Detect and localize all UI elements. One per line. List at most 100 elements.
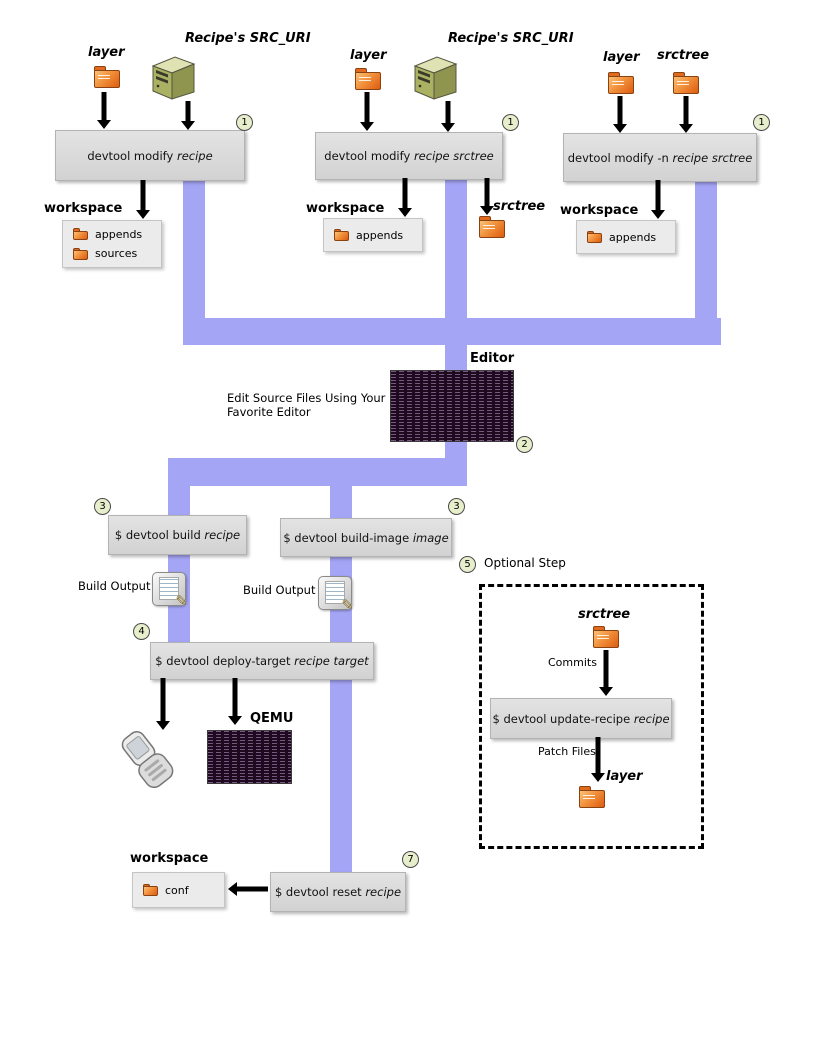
workspace-item-label: sources	[95, 247, 138, 261]
layer-label-1: layer	[88, 45, 125, 60]
folder-icon	[73, 228, 88, 241]
cmd-arg: image	[412, 530, 449, 545]
cmd-text: devtool modify -n	[567, 150, 673, 165]
editor-title: Editor	[470, 351, 515, 366]
qemu-label: QEMU	[250, 711, 294, 726]
arrow-server1-to-cmd1	[181, 101, 195, 130]
arrow-reset-to-workspace	[228, 882, 268, 896]
pipe-left-vertical	[183, 180, 205, 345]
layer-folder-icon-2	[355, 68, 381, 90]
workspace-box-reset: conf	[132, 872, 225, 908]
arrow-server2-to-cmd2	[441, 101, 455, 132]
src-uri-label-1: Recipe's SRC_URI	[185, 31, 311, 46]
arrow-deploy-to-qemu	[228, 678, 242, 725]
srctree-label-2: srctree	[493, 199, 546, 214]
arrow-srctree-to-update	[599, 650, 613, 696]
layer-label-3: layer	[603, 50, 640, 65]
step-badge-1b: 1	[502, 114, 519, 131]
arrow-cmd2-to-workspace2	[398, 178, 412, 217]
arrow-deploy-to-device	[156, 678, 170, 730]
cmd-arg: recipe	[204, 528, 241, 542]
build-output-icon-1: ✎	[152, 572, 188, 609]
arrow-cmd2-to-srctree	[480, 178, 494, 215]
arrow-layer3-to-cmd3	[613, 96, 627, 133]
step-badge-1c: 1	[753, 114, 770, 131]
cmd-text: $ devtool deploy-target	[155, 654, 295, 668]
folder-icon	[587, 231, 602, 243]
workspace-item-label: conf	[165, 883, 189, 897]
folder-icon	[143, 884, 158, 896]
arrow-srctree3-to-cmd3	[679, 96, 693, 133]
workspace-label-reset: workspace	[130, 851, 209, 866]
cmd-devtool-reset: $ devtool reset recipe	[270, 872, 406, 912]
editor-terminal-image	[390, 370, 514, 442]
cmd-text: devtool modify	[87, 148, 177, 163]
cmd-devtool-modify-3: devtool modify -n recipe srctree	[563, 133, 757, 182]
cmd-text: $ devtool build	[114, 528, 205, 542]
layer-label-2: layer	[350, 48, 387, 63]
srctree-folder-icon-2	[479, 216, 505, 238]
optional-srctree-label: srctree	[578, 607, 631, 622]
step-badge-3a: 3	[94, 498, 111, 515]
pipe-right-vertical	[695, 180, 717, 345]
workspace-item-label: appends	[609, 230, 657, 244]
cmd-devtool-deploy-target: $ devtool deploy-target recipe target	[150, 642, 374, 680]
cmd-text: $ devtool update-recipe	[492, 711, 634, 726]
srctree-label-3: srctree	[657, 48, 710, 63]
workspace-box-3: appends	[576, 220, 676, 254]
commits-label: Commits	[548, 656, 597, 669]
workspace-item: appends	[334, 229, 422, 242]
workspace-item: appends	[587, 231, 675, 244]
cmd-text: $ devtool reset	[274, 885, 366, 899]
layer-folder-icon-1	[94, 66, 120, 88]
workspace-item: sources	[73, 247, 161, 260]
cmd-arg: recipe target	[294, 654, 369, 668]
cmd-devtool-update-recipe: $ devtool update-recipe recipe	[490, 698, 672, 739]
srctree-folder-icon-3	[673, 72, 699, 94]
build-output-icon-2: ✎	[318, 576, 354, 613]
build-output-label-2: Build Output	[243, 583, 316, 597]
src-uri-label-2: Recipe's SRC_URI	[448, 31, 574, 46]
cmd-arg: recipe	[176, 148, 213, 163]
cmd-text: devtool modify	[324, 149, 414, 163]
optional-step-label: Optional Step	[484, 556, 566, 570]
editor-caption-line2: Favorite Editor	[227, 405, 311, 419]
step-badge-3b: 3	[448, 498, 465, 515]
step-badge-2: 2	[516, 436, 533, 453]
workspace-item-label: appends	[356, 228, 404, 242]
workspace-label-3: workspace	[560, 203, 639, 218]
workspace-label-1: workspace	[44, 201, 123, 216]
cmd-arg: recipe srctree	[413, 149, 494, 163]
cmd-arg: recipe srctree	[672, 150, 753, 165]
target-device-icon	[112, 728, 182, 800]
optional-srctree-folder-icon	[593, 626, 619, 648]
cmd-arg: recipe	[365, 885, 402, 899]
workspace-box-1: appends sources	[62, 220, 162, 268]
workspace-item: appends	[73, 228, 161, 241]
cmd-devtool-modify-1: devtool modify recipe	[55, 130, 245, 181]
step-badge-7: 7	[402, 851, 419, 868]
step-badge-1a: 1	[236, 114, 253, 131]
arrow-layer2-to-cmd2	[360, 92, 374, 131]
folder-icon	[334, 229, 349, 241]
cmd-devtool-modify-2: devtool modify recipe srctree	[315, 132, 503, 180]
arrow-cmd3-to-workspace3	[651, 180, 665, 219]
arrow-layer1-to-cmd1	[97, 92, 111, 129]
cmd-arg: recipe	[633, 711, 670, 726]
step-badge-4: 4	[133, 623, 150, 640]
patch-files-label: Patch Files	[538, 745, 596, 758]
cmd-text: $ devtool build-image	[283, 530, 413, 545]
editor-caption-line1: Edit Source Files Using Your	[227, 391, 386, 405]
optional-layer-folder-icon	[579, 786, 605, 808]
layer-folder-icon-3	[608, 72, 634, 94]
pipe-mid-horizontal	[168, 458, 467, 486]
server-icon-2	[408, 52, 462, 106]
workspace-item: conf	[143, 884, 224, 897]
optional-layer-label: layer	[606, 769, 643, 784]
workspace-item-label: appends	[95, 227, 143, 241]
step-badge-5: 5	[459, 556, 476, 573]
build-output-label-1: Build Output	[78, 579, 151, 593]
optional-step-box	[479, 584, 704, 849]
cmd-devtool-build: $ devtool build recipe	[108, 515, 247, 555]
